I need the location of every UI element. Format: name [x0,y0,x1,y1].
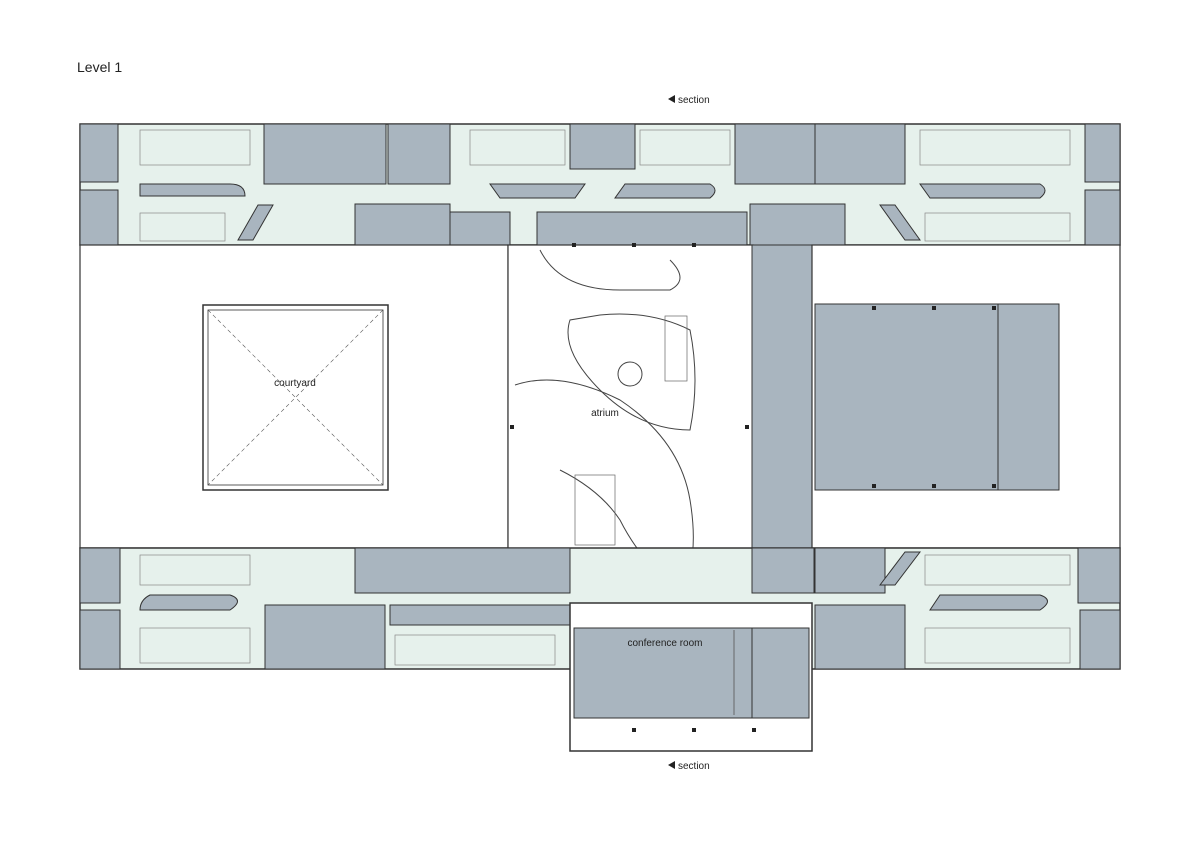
stair-core [79,123,119,183]
office-room [389,604,571,626]
office-room [449,211,511,246]
meeting-room [751,627,810,719]
stair-core [387,123,451,185]
section-marker-top[interactable]: section [668,95,710,106]
ramp [237,204,274,241]
office-room [569,123,636,170]
service-room [751,547,815,594]
stair-core [1084,123,1121,183]
service-room [354,203,451,246]
right-zone [811,244,1121,549]
section-arrow-icon [668,761,675,769]
open-ground [79,244,509,549]
counter [139,183,246,197]
service-room [749,203,846,246]
stair-core [1084,189,1121,246]
atrium-curve [567,313,696,431]
courtyard-label: courtyard [274,378,316,389]
counter [139,594,238,611]
conference-room [573,627,753,719]
office-room [814,547,886,594]
atrium-zone: atrium [507,244,754,604]
ramp [878,551,922,586]
conference-label: conference room [627,638,702,649]
stair-core [79,609,121,670]
top-wing [79,123,1121,246]
atrium-curve [539,249,681,291]
office-room [814,604,906,670]
hall-block [814,303,1060,491]
courtyard-inner [207,309,384,486]
service-strip [751,244,813,549]
stair-core [79,547,121,604]
section-label-top: section [678,95,710,106]
atrium-stair [574,474,616,546]
structural-columns [510,243,996,732]
service-block [751,244,813,549]
conference-zone: conference room [569,602,813,752]
courtyard-diagonal [207,309,384,486]
stair-core [734,123,816,185]
atrium-curve [514,379,694,596]
counter [929,594,1048,611]
courtyard-diagonal [207,309,384,486]
section-marker-bottom[interactable]: section [668,761,710,772]
counter [919,183,1046,199]
desk-cluster [139,129,1071,242]
office-room [263,123,387,185]
courtyard-zone: courtyard [79,244,509,549]
atrium-stair [664,315,688,382]
counter [489,183,586,199]
section-label-bottom: section [678,761,710,772]
atrium-floor [507,244,754,604]
desk-cluster [139,554,1071,666]
stair-core [1077,547,1121,604]
atrium-fountain [617,361,643,387]
stair-core [1079,609,1121,670]
office-room [814,123,906,185]
ramp [879,204,921,241]
courtyard-frame [202,304,389,491]
atrium-label: atrium [591,408,619,419]
level-title: Level 1 [77,59,123,75]
section-arrow-icon [668,95,675,103]
office-room [264,604,386,670]
service-room [354,547,571,594]
counter [614,183,716,199]
stair-core [79,189,119,246]
office-room [536,211,748,246]
